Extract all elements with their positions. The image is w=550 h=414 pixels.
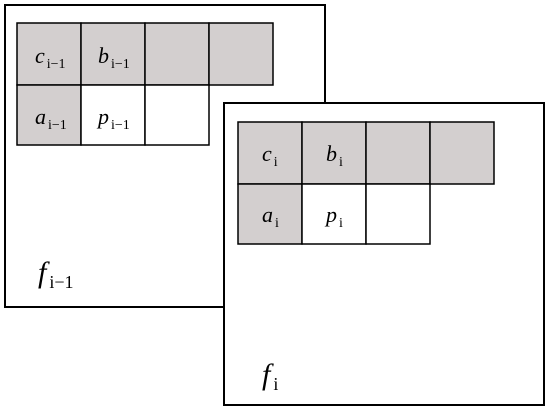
cell-c-prev (16, 22, 82, 86)
cell-empty-3-prev (144, 84, 210, 146)
cell-empty-1 (365, 121, 431, 185)
cell-empty-3 (365, 183, 431, 245)
cell-c (237, 121, 303, 185)
cell-empty-2 (429, 121, 495, 185)
cell-a (237, 183, 303, 245)
cell-a-prev (16, 84, 82, 146)
cell-p-prev (80, 84, 146, 146)
cell-empty-1-prev (144, 22, 210, 86)
cell-b-prev (80, 22, 146, 86)
cell-empty-2-prev (208, 22, 274, 86)
